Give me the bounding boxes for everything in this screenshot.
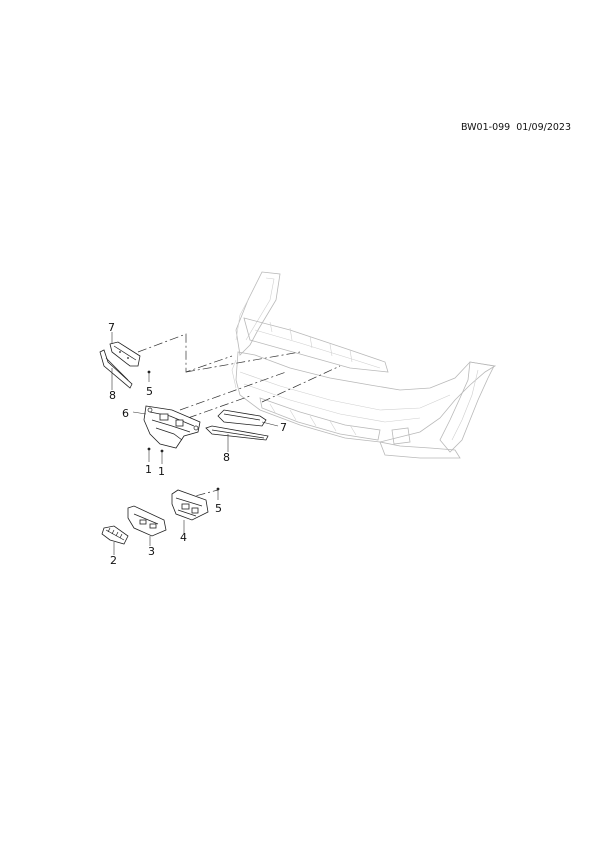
callout-2: 2 — [110, 554, 117, 567]
part-4-lower-bracket — [171, 489, 209, 521]
part-2-emblem — [101, 525, 129, 545]
part-7-trim-right — [217, 409, 267, 427]
part-8-strip-right — [205, 425, 269, 441]
callout-5-upper: 5 — [146, 385, 153, 398]
part-3-grille-insert — [127, 505, 167, 537]
callout-6: 6 — [122, 407, 129, 420]
callout-4: 4 — [180, 531, 187, 544]
callout-7-right: 7 — [280, 421, 287, 434]
screw-5-upper — [147, 370, 151, 382]
callout-numbers: 7 8 5 6 7 8 1 1 5 4 3 2 — [108, 321, 287, 567]
leader-lines — [111, 332, 279, 555]
part-6-support-bracket — [143, 405, 201, 449]
callout-8-right: 8 — [223, 451, 230, 464]
screw-1-pair — [147, 447, 164, 464]
callout-1-left: 1 — [145, 463, 152, 476]
screw-5-lower — [216, 487, 220, 500]
callout-7-upper: 7 — [108, 321, 115, 334]
callout-3: 3 — [148, 545, 155, 558]
front-bumper-ghost — [231, 271, 497, 459]
callout-5-lower: 5 — [215, 502, 222, 515]
callout-8-left: 8 — [109, 389, 116, 402]
callout-1-right: 1 — [158, 465, 165, 478]
drawing-code: BW01-099 01/09/2023 — [460, 122, 571, 133]
part-8-strip-left — [99, 349, 133, 389]
part-7-trim-upper — [109, 341, 141, 367]
